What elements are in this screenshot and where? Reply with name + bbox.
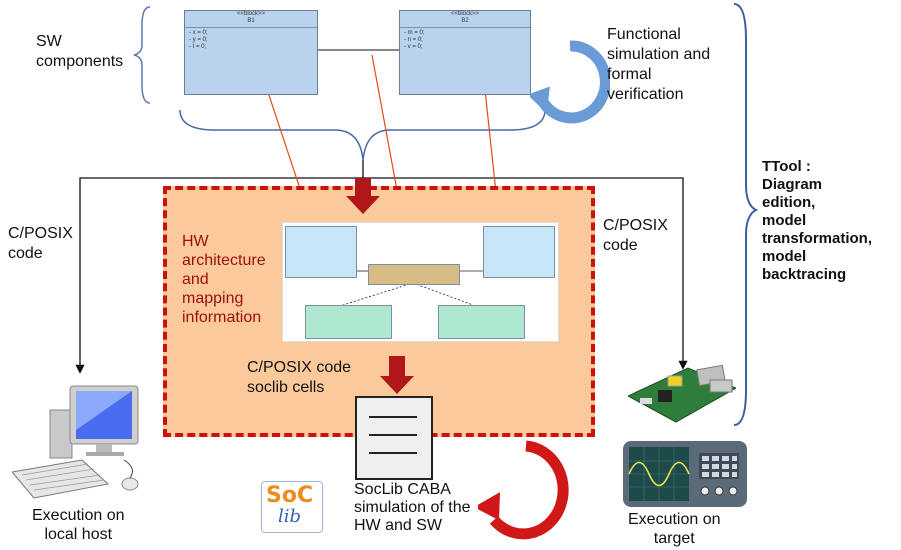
sw-components-label: SW components bbox=[36, 33, 124, 70]
cpu-node-right bbox=[483, 226, 555, 278]
oscilloscope-icon bbox=[623, 441, 747, 507]
sw-block-right-header: <<block>> B2 bbox=[400, 11, 530, 28]
cpu-node-left bbox=[285, 226, 357, 278]
cposix-soclib-label: C/POSIX code soclib cells bbox=[247, 359, 352, 396]
soclib-cycle-icon bbox=[478, 440, 569, 540]
ttool-brace bbox=[733, 3, 758, 426]
down-arrow-mid bbox=[380, 356, 414, 394]
sw-block-right-attrs: - m = 0; - n = 0; - v = 0; bbox=[404, 30, 425, 50]
sw-brace bbox=[133, 6, 151, 104]
hw-architecture-label: HW architecture and mapping information bbox=[182, 233, 266, 326]
ram-node-right bbox=[438, 305, 525, 339]
code-document-icon bbox=[355, 396, 433, 480]
local-host-computer-icon bbox=[12, 380, 162, 505]
deployment-diagram bbox=[282, 222, 559, 342]
ram-node-left bbox=[305, 305, 392, 339]
soclib-logo: SoC lib bbox=[261, 481, 323, 533]
cposix-left-label: C/POSIX code bbox=[8, 225, 73, 262]
sw-block-left[interactable]: <<block>> B1 - x = 0; - y = 0; - t = 0; bbox=[184, 10, 318, 95]
bus-node bbox=[368, 264, 460, 285]
ttool-label: TTool : Diagram edition, model transform… bbox=[762, 158, 873, 283]
soclib-caba-label: SocLib CABA simulation of the HW and SW bbox=[354, 481, 471, 534]
functional-simulation-label: Functional simulation and formal verific… bbox=[607, 26, 711, 103]
sw-block-left-attrs: - x = 0; - y = 0; - t = 0; bbox=[189, 30, 208, 50]
exec-target-label: Execution on target bbox=[628, 511, 721, 547]
soclib-logo-line1: SoC bbox=[266, 483, 314, 508]
soclib-logo-line2: lib bbox=[278, 506, 302, 527]
functional-cycle-icon bbox=[530, 40, 610, 124]
down-arrow-top bbox=[346, 178, 380, 214]
target-board-icon bbox=[628, 362, 736, 430]
exec-local-label: Execution on local host bbox=[32, 507, 125, 543]
cposix-right-label: C/POSIX code bbox=[603, 217, 668, 254]
sw-block-left-header: <<block>> B1 bbox=[185, 11, 317, 28]
sw-block-right[interactable]: <<block>> B2 - m = 0; - n = 0; - v = 0; bbox=[399, 10, 531, 95]
